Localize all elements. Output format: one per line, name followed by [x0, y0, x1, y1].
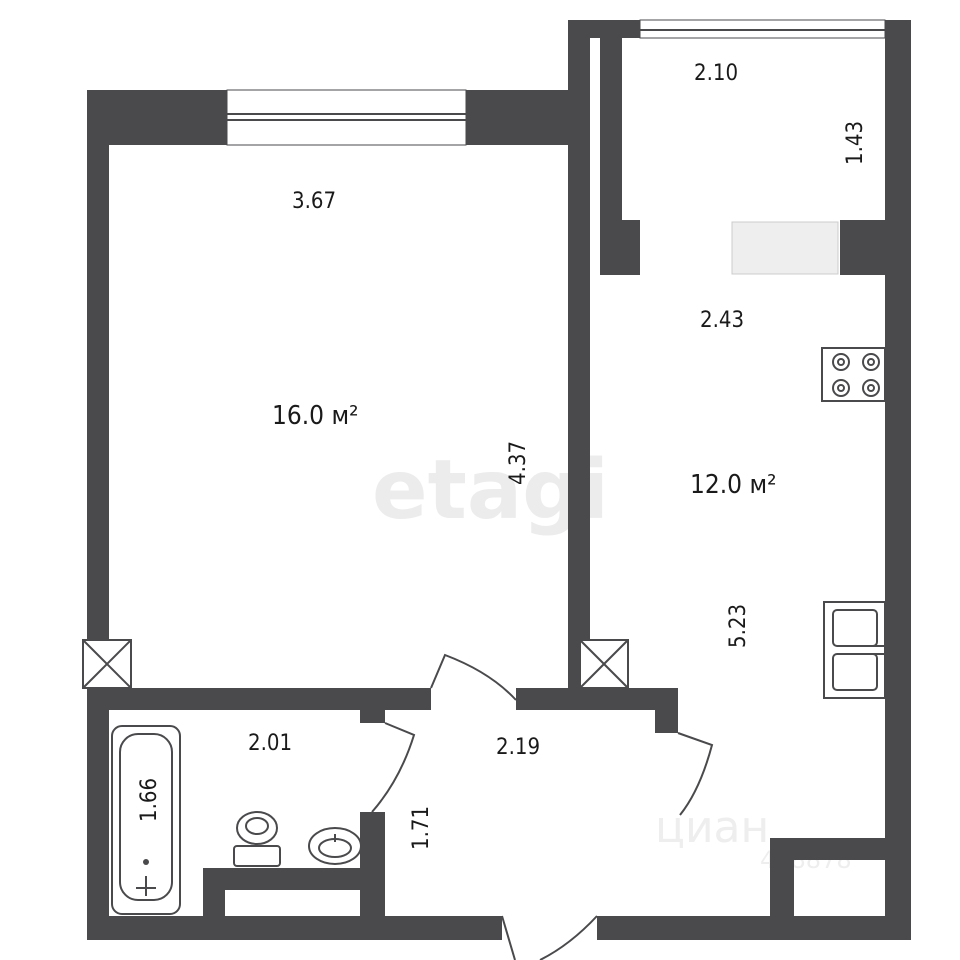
bathtub-icon [111, 725, 181, 915]
bathroom-width: 2.01 [248, 731, 292, 756]
ventilation-shaft-right [579, 639, 629, 689]
hallway-width: 2.19 [496, 735, 540, 760]
doors [371, 653, 714, 960]
kitchen-sink-icon [823, 601, 886, 699]
hallway-depth: 1.71 [409, 806, 434, 850]
balcony-width: 2.10 [694, 61, 738, 86]
balcony-depth: 1.43 [843, 121, 868, 165]
living-room-length: 4.37 [506, 441, 531, 485]
kitchen-width: 2.43 [700, 308, 744, 333]
toilet-icon [233, 811, 281, 867]
kitchen-area: 12.0 м² [690, 470, 777, 500]
living-room-area: 16.0 м² [272, 401, 359, 431]
bathtub-length: 1.66 [137, 778, 162, 822]
walls [87, 20, 911, 940]
kitchen-length: 5.23 [726, 604, 751, 648]
washbasin-icon [308, 827, 362, 865]
windows [226, 19, 886, 275]
stove-icon [821, 347, 886, 402]
ventilation-shaft-left [82, 639, 132, 689]
cian-watermark: циан [655, 802, 769, 853]
living-room-width: 3.67 [292, 189, 336, 214]
